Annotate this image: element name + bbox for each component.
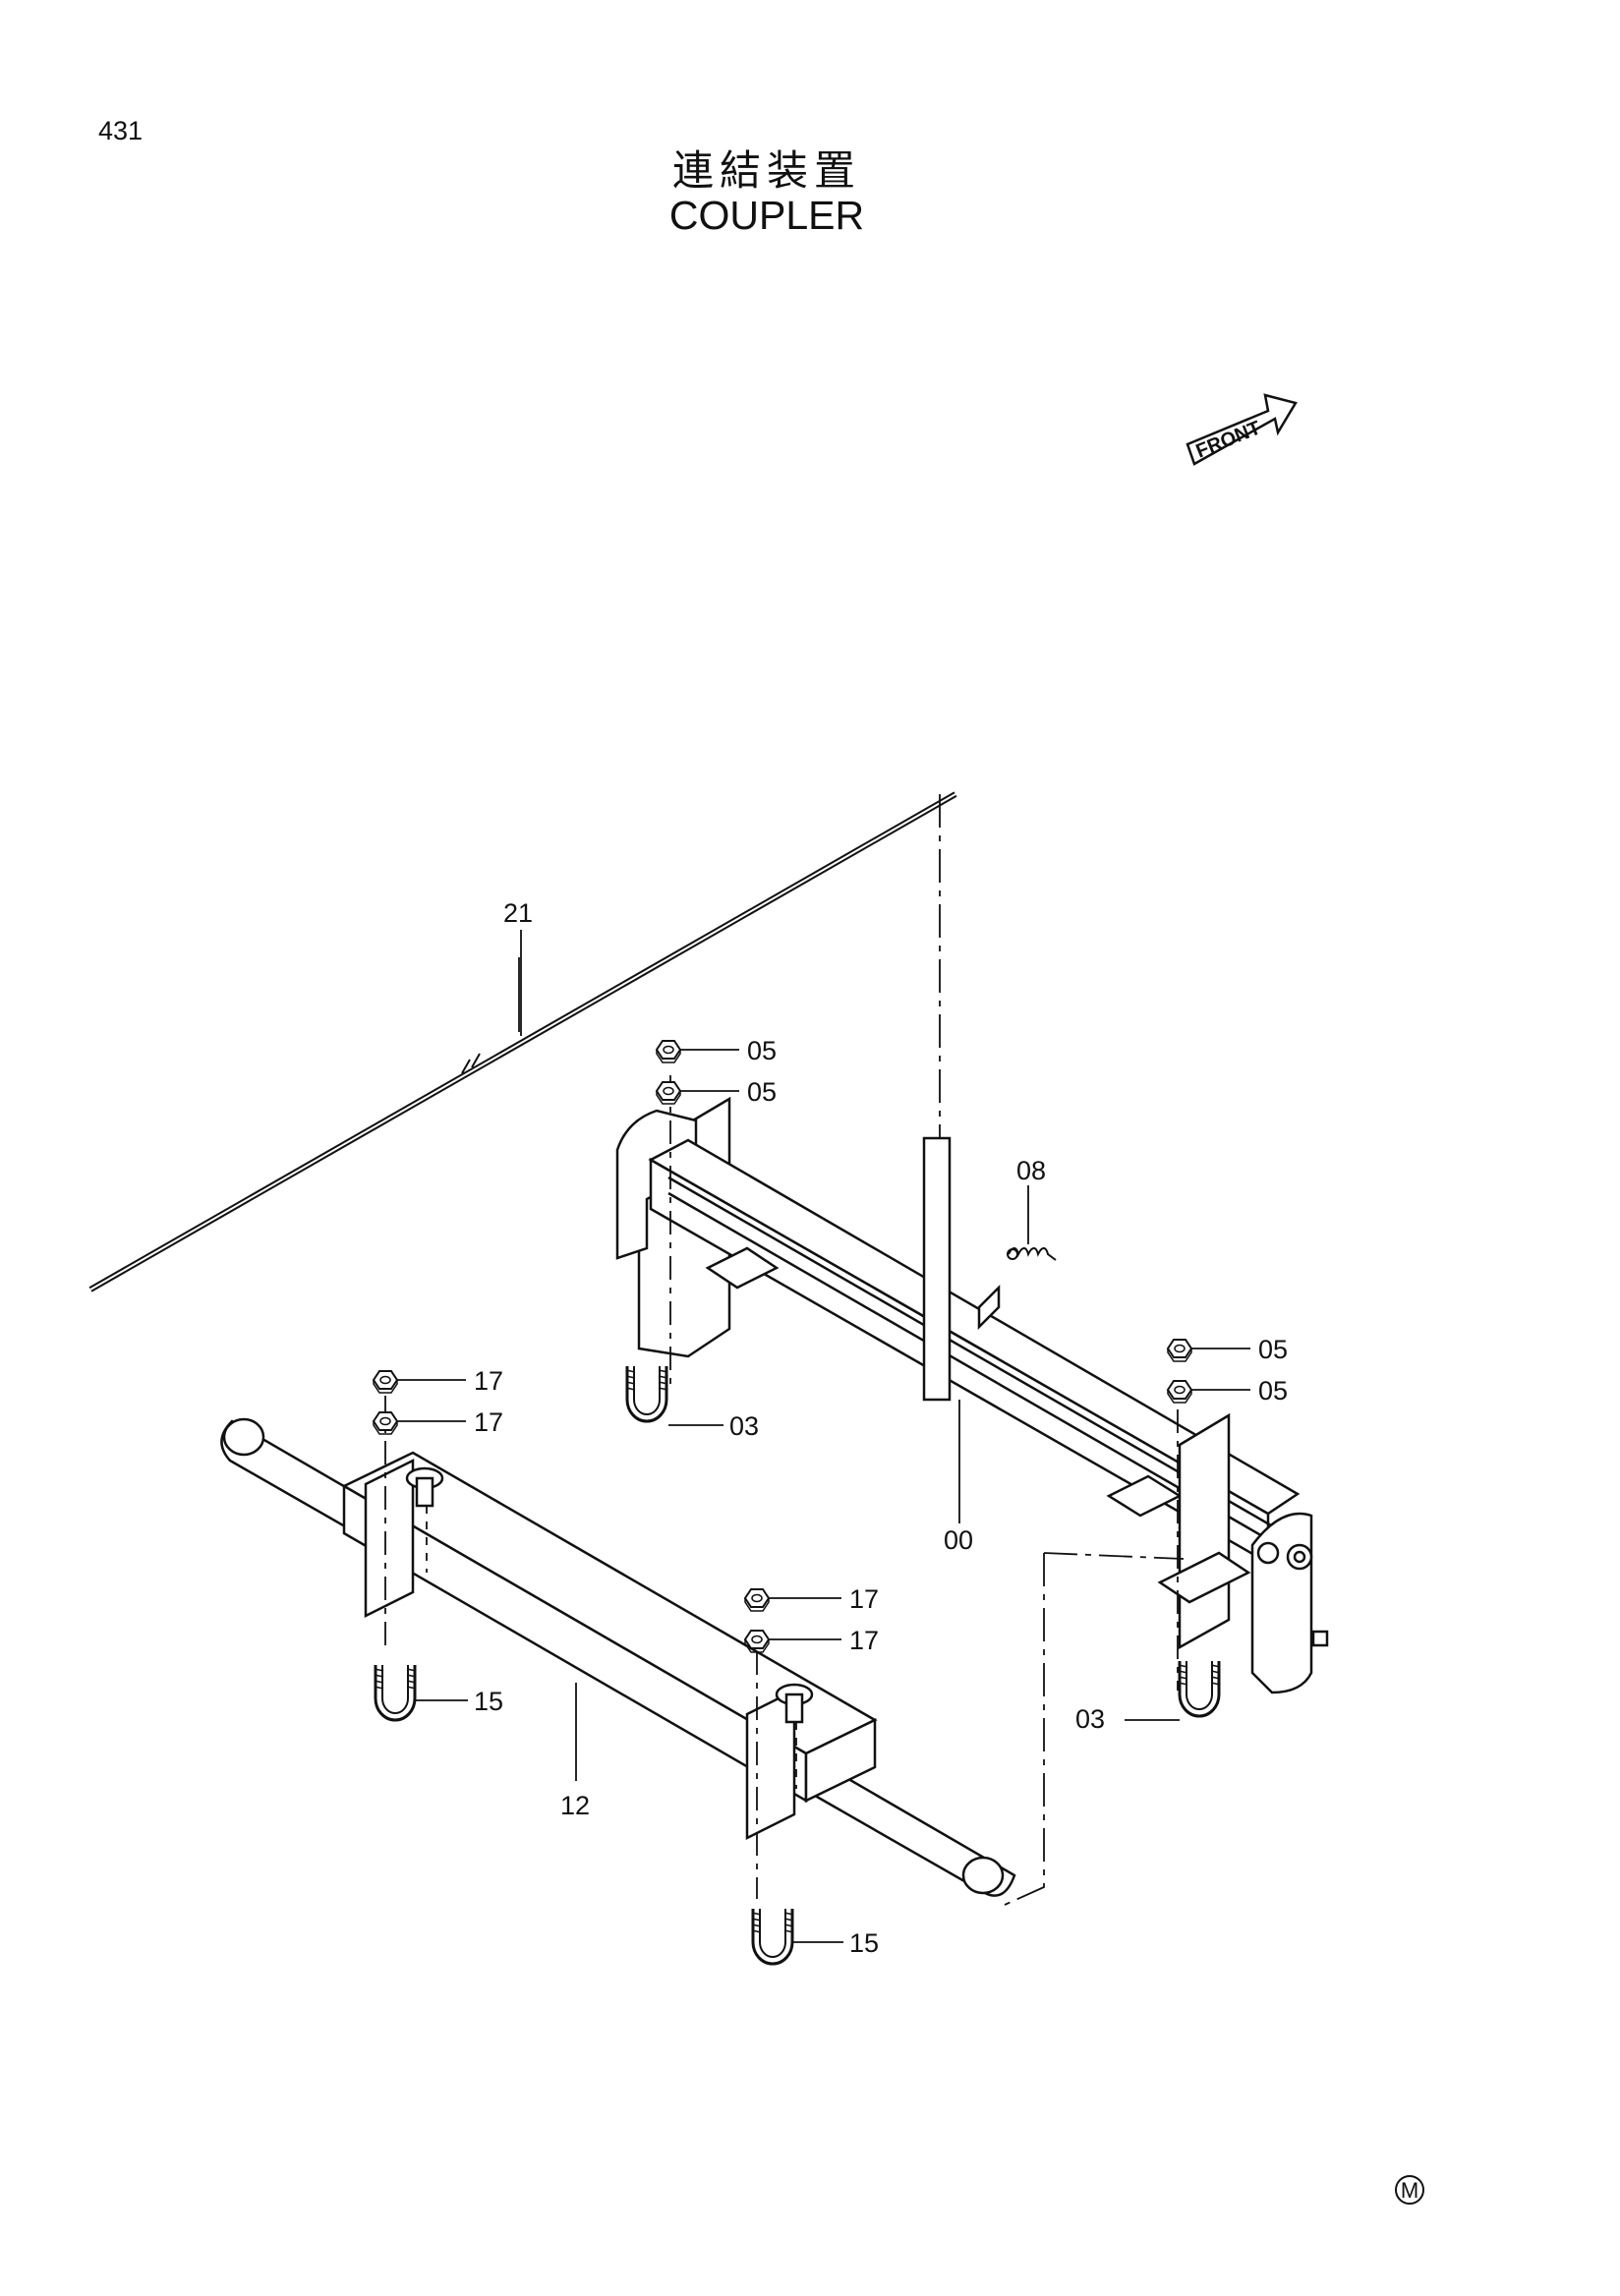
callout-05-c: 05	[1258, 1335, 1288, 1364]
callout-17-d: 17	[849, 1626, 879, 1655]
callout-00: 00	[944, 1525, 973, 1555]
upper-frame-part-00	[615, 1096, 1329, 1694]
callout-03-upper: 03	[729, 1411, 759, 1441]
dashed-leader-lines	[384, 794, 1185, 1906]
nut-part-17-b	[373, 1411, 398, 1435]
footer-mark: M	[1401, 2178, 1418, 2203]
callout-05-b: 05	[747, 1077, 777, 1107]
callout-leaders	[397, 930, 1250, 1943]
page-title-japanese: 連結装置	[671, 146, 861, 195]
lower-tube-part-12	[220, 1417, 1016, 1897]
nut-part-17-a	[373, 1370, 398, 1394]
callout-05-d: 05	[1258, 1376, 1288, 1406]
u-bolt-part-03-lower	[1177, 1659, 1222, 1718]
spring-pin-part-08	[1007, 1247, 1057, 1261]
callout-08: 08	[1016, 1156, 1046, 1185]
u-bolt-part-15-right	[750, 1907, 795, 1966]
nut-part-17-c	[744, 1588, 770, 1612]
callout-03-lower: 03	[1075, 1704, 1105, 1734]
callout-15-left: 15	[474, 1687, 503, 1716]
nut-part-05-b	[656, 1081, 681, 1105]
callout-21: 21	[503, 898, 533, 928]
nut-part-05-a	[656, 1040, 681, 1063]
front-arrow-icon: FRONT	[1186, 393, 1298, 466]
rod-part-21	[88, 791, 957, 1292]
nut-part-05-c	[1167, 1339, 1192, 1362]
callout-15-right: 15	[849, 1928, 879, 1958]
callout-12: 12	[560, 1791, 590, 1820]
registered-mark-icon: M	[1395, 2175, 1424, 2205]
u-bolt-part-03-upper	[624, 1364, 669, 1423]
page-title-english: COUPLER	[668, 193, 865, 238]
u-bolt-part-15-left	[373, 1663, 418, 1722]
callout-17-b: 17	[474, 1407, 503, 1437]
nut-part-17-d	[744, 1630, 770, 1653]
callout-17-c: 17	[849, 1584, 879, 1614]
callout-17-a: 17	[474, 1366, 503, 1396]
page-number: 431	[98, 116, 144, 145]
front-label: FRONT	[1193, 417, 1264, 462]
nut-part-05-d	[1167, 1380, 1192, 1404]
callout-05-a: 05	[747, 1036, 777, 1065]
